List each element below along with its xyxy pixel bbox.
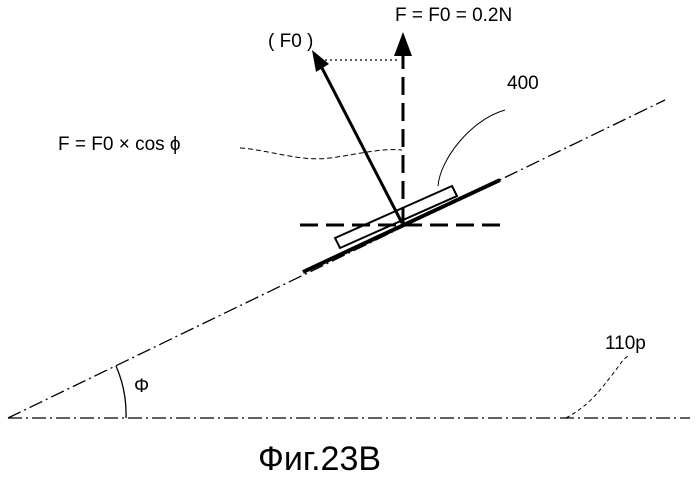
label-f0: ( F0 ) bbox=[268, 31, 313, 52]
label-cos-formula: F = F0 × cos ϕ bbox=[58, 134, 181, 155]
label-angle-phi: Φ bbox=[134, 376, 149, 397]
label-force-formula-top: F = F0 = 0.2N bbox=[395, 5, 512, 26]
cos-formula-leader bbox=[240, 148, 402, 159]
object-400 bbox=[335, 186, 457, 248]
angle-arc bbox=[116, 366, 126, 418]
ref-110p-leader bbox=[566, 356, 628, 418]
label-ref-110p: 110p bbox=[605, 333, 646, 354]
ref-400-leader bbox=[438, 110, 505, 186]
f0-force-arrow bbox=[322, 68, 402, 223]
f0-arrowhead bbox=[312, 50, 329, 72]
vertical-arrowhead bbox=[394, 32, 412, 56]
figure-caption: Фиг.23B bbox=[258, 440, 381, 478]
label-ref-400: 400 bbox=[507, 73, 539, 94]
